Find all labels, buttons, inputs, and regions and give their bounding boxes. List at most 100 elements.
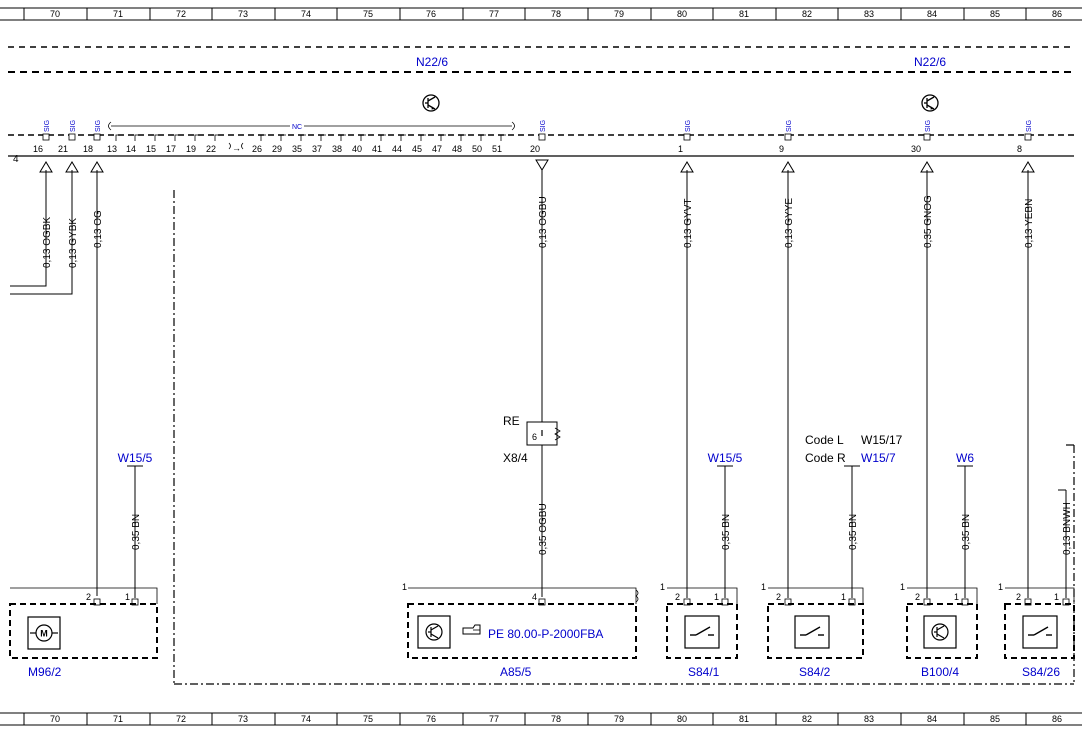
nc-bracket: NC	[108, 121, 515, 131]
component-pin: 1	[714, 592, 719, 602]
control-unit-name-right[interactable]: N22/6	[914, 55, 946, 69]
top-ruler-column-label: 85	[990, 9, 1000, 19]
nc-pin: 29	[272, 144, 282, 154]
connector-pin-label: 4	[13, 154, 19, 165]
interruption-icon: →	[228, 142, 244, 153]
control-unit-name-left[interactable]: N22/6	[416, 55, 448, 69]
wire-label[interactable]: 0,35 BN	[961, 514, 972, 550]
component-name[interactable]: B100/4	[921, 665, 959, 679]
bottom-ruler-column-label: 79	[614, 714, 624, 724]
code-l-ref[interactable]: W15/17	[861, 433, 903, 447]
top-ruler-column-label: 78	[551, 9, 561, 19]
wire-label[interactable]: 0,35 OGBU	[538, 503, 549, 555]
nc-pin: 38	[332, 144, 342, 154]
unit-pin-number: 16	[33, 144, 43, 154]
wire-label[interactable]: 0,35 GNOG	[923, 195, 934, 248]
region-boundary	[173, 190, 1075, 685]
bottom-ruler-column-label: 70	[50, 714, 60, 724]
sig-label: SIG	[786, 120, 793, 132]
transistor-icon	[921, 94, 939, 112]
component-name[interactable]: S84/2	[799, 665, 831, 679]
wire-label[interactable]: 0,35 BN	[848, 514, 859, 550]
top-ruler-column-label: 77	[489, 9, 499, 19]
bottom-ruler-column-label: 81	[739, 714, 749, 724]
top-ruler-column-label: 75	[363, 9, 373, 19]
sig-label: SIG	[95, 120, 102, 132]
wire-label[interactable]: 0,13 OGBU	[538, 196, 549, 248]
component-s84-1[interactable]: 1 2 1 S84/1	[660, 582, 738, 679]
top-ruler-column-label: 79	[614, 9, 624, 19]
nc-pin: 40	[352, 144, 362, 154]
top-ruler-column-label: 71	[113, 9, 123, 19]
top-ruler-column-label: 81	[739, 9, 749, 19]
svg-text:→: →	[232, 143, 241, 153]
nc-label: NC	[292, 124, 302, 131]
wire-label[interactable]: 0,13 BNWH	[1062, 502, 1073, 555]
wire-labels: 0,13 OGBK 0,13 GYBK 0,13 OG 0,13 OGBU 0,…	[42, 195, 1035, 268]
nc-pin: 22	[206, 144, 216, 154]
component-name[interactable]: S84/1	[688, 665, 720, 679]
bottom-ruler-column-label: 84	[927, 714, 937, 724]
ground-ref[interactable]: W15/5	[708, 451, 743, 465]
bottom-ruler-column-label: 77	[489, 714, 499, 724]
component-b100-4[interactable]: 1 2 1 B100/4	[900, 582, 978, 679]
bottom-ruler-column-label: 83	[864, 714, 874, 724]
code-l: Code L	[805, 433, 844, 447]
wire-label[interactable]: 0,35 BN	[721, 514, 732, 550]
nc-pin: 50	[472, 144, 482, 154]
bottom-ruler-column-label: 71	[113, 714, 123, 724]
component-name[interactable]: A85/5	[500, 665, 532, 679]
switch-icon	[794, 615, 830, 649]
wire-label[interactable]: 0,13 OG	[93, 210, 104, 248]
ground-ref[interactable]: W15/5	[118, 451, 153, 465]
wire-label[interactable]: 0,13 GYBK	[68, 218, 79, 268]
reference-note[interactable]: PE 80.00-P-2000FBA	[488, 627, 603, 641]
component-pin: 2	[776, 592, 781, 602]
component-s84-2[interactable]: 1 2 1 S84/2	[761, 582, 864, 679]
component-name[interactable]: S84/26	[1022, 665, 1060, 679]
sig-label: SIG	[685, 120, 692, 132]
wire-label[interactable]: 0,13 GYYE	[784, 198, 795, 248]
bottom-ruler-column-label: 85	[990, 714, 1000, 724]
top-ruler-column-label: 80	[677, 9, 687, 19]
pin-socket	[923, 133, 931, 141]
component-a85-5[interactable]: 1 4 PE 80.00-P-2000FBA A85/5	[402, 582, 639, 679]
bottom-ruler-column-label: 75	[363, 714, 373, 724]
ground-ref[interactable]: W6	[956, 451, 974, 465]
component-pin: 1	[954, 592, 959, 602]
bottom-ruler-column-label: 80	[677, 714, 687, 724]
svg-text:M: M	[40, 629, 48, 639]
pin-socket	[93, 133, 101, 141]
component-s84-26[interactable]: 1 2 1 S84/26	[998, 582, 1075, 679]
unit-pin-number: 20	[530, 144, 540, 154]
signal-wires	[10, 159, 1035, 598]
wire-label[interactable]: 0,13 OGBK	[42, 217, 53, 268]
pin-socket	[784, 133, 792, 141]
wire-label[interactable]: 0,13 GYVT	[683, 199, 694, 248]
connector-prefix: RE	[503, 414, 520, 428]
connector-x8-4: RE 6 X8/4	[503, 414, 561, 465]
top-ruler-column-label: 74	[301, 9, 311, 19]
component-name[interactable]: M96/2	[28, 665, 62, 679]
component-pin: 2	[915, 592, 920, 602]
top-ruler-column-label: 73	[238, 9, 248, 19]
unit-pin-number: 21	[58, 144, 68, 154]
unit-pin-number: 18	[83, 144, 93, 154]
wire-label[interactable]: 0,13 YEBN	[1024, 199, 1035, 248]
nc-pin: 17	[166, 144, 176, 154]
component-pin: 2	[675, 592, 680, 602]
switch-icon	[684, 615, 720, 649]
ground-ref[interactable]: W15/7	[861, 451, 896, 465]
nc-pin: 48	[452, 144, 462, 154]
bottom-ruler-column-label: 73	[238, 714, 248, 724]
component-m96-2[interactable]: 2 1 M M96/2	[9, 587, 158, 679]
bottom-ruler-column-label: 72	[176, 714, 186, 724]
connector-name[interactable]: X8/4	[503, 451, 528, 465]
wire-label[interactable]: 0,35 BN	[131, 514, 142, 550]
ground-wires: W15/5 0,35 BN 0,35 OGBU W15/5 0,35 BN Co…	[118, 433, 1073, 598]
nc-pin: 44	[392, 144, 402, 154]
